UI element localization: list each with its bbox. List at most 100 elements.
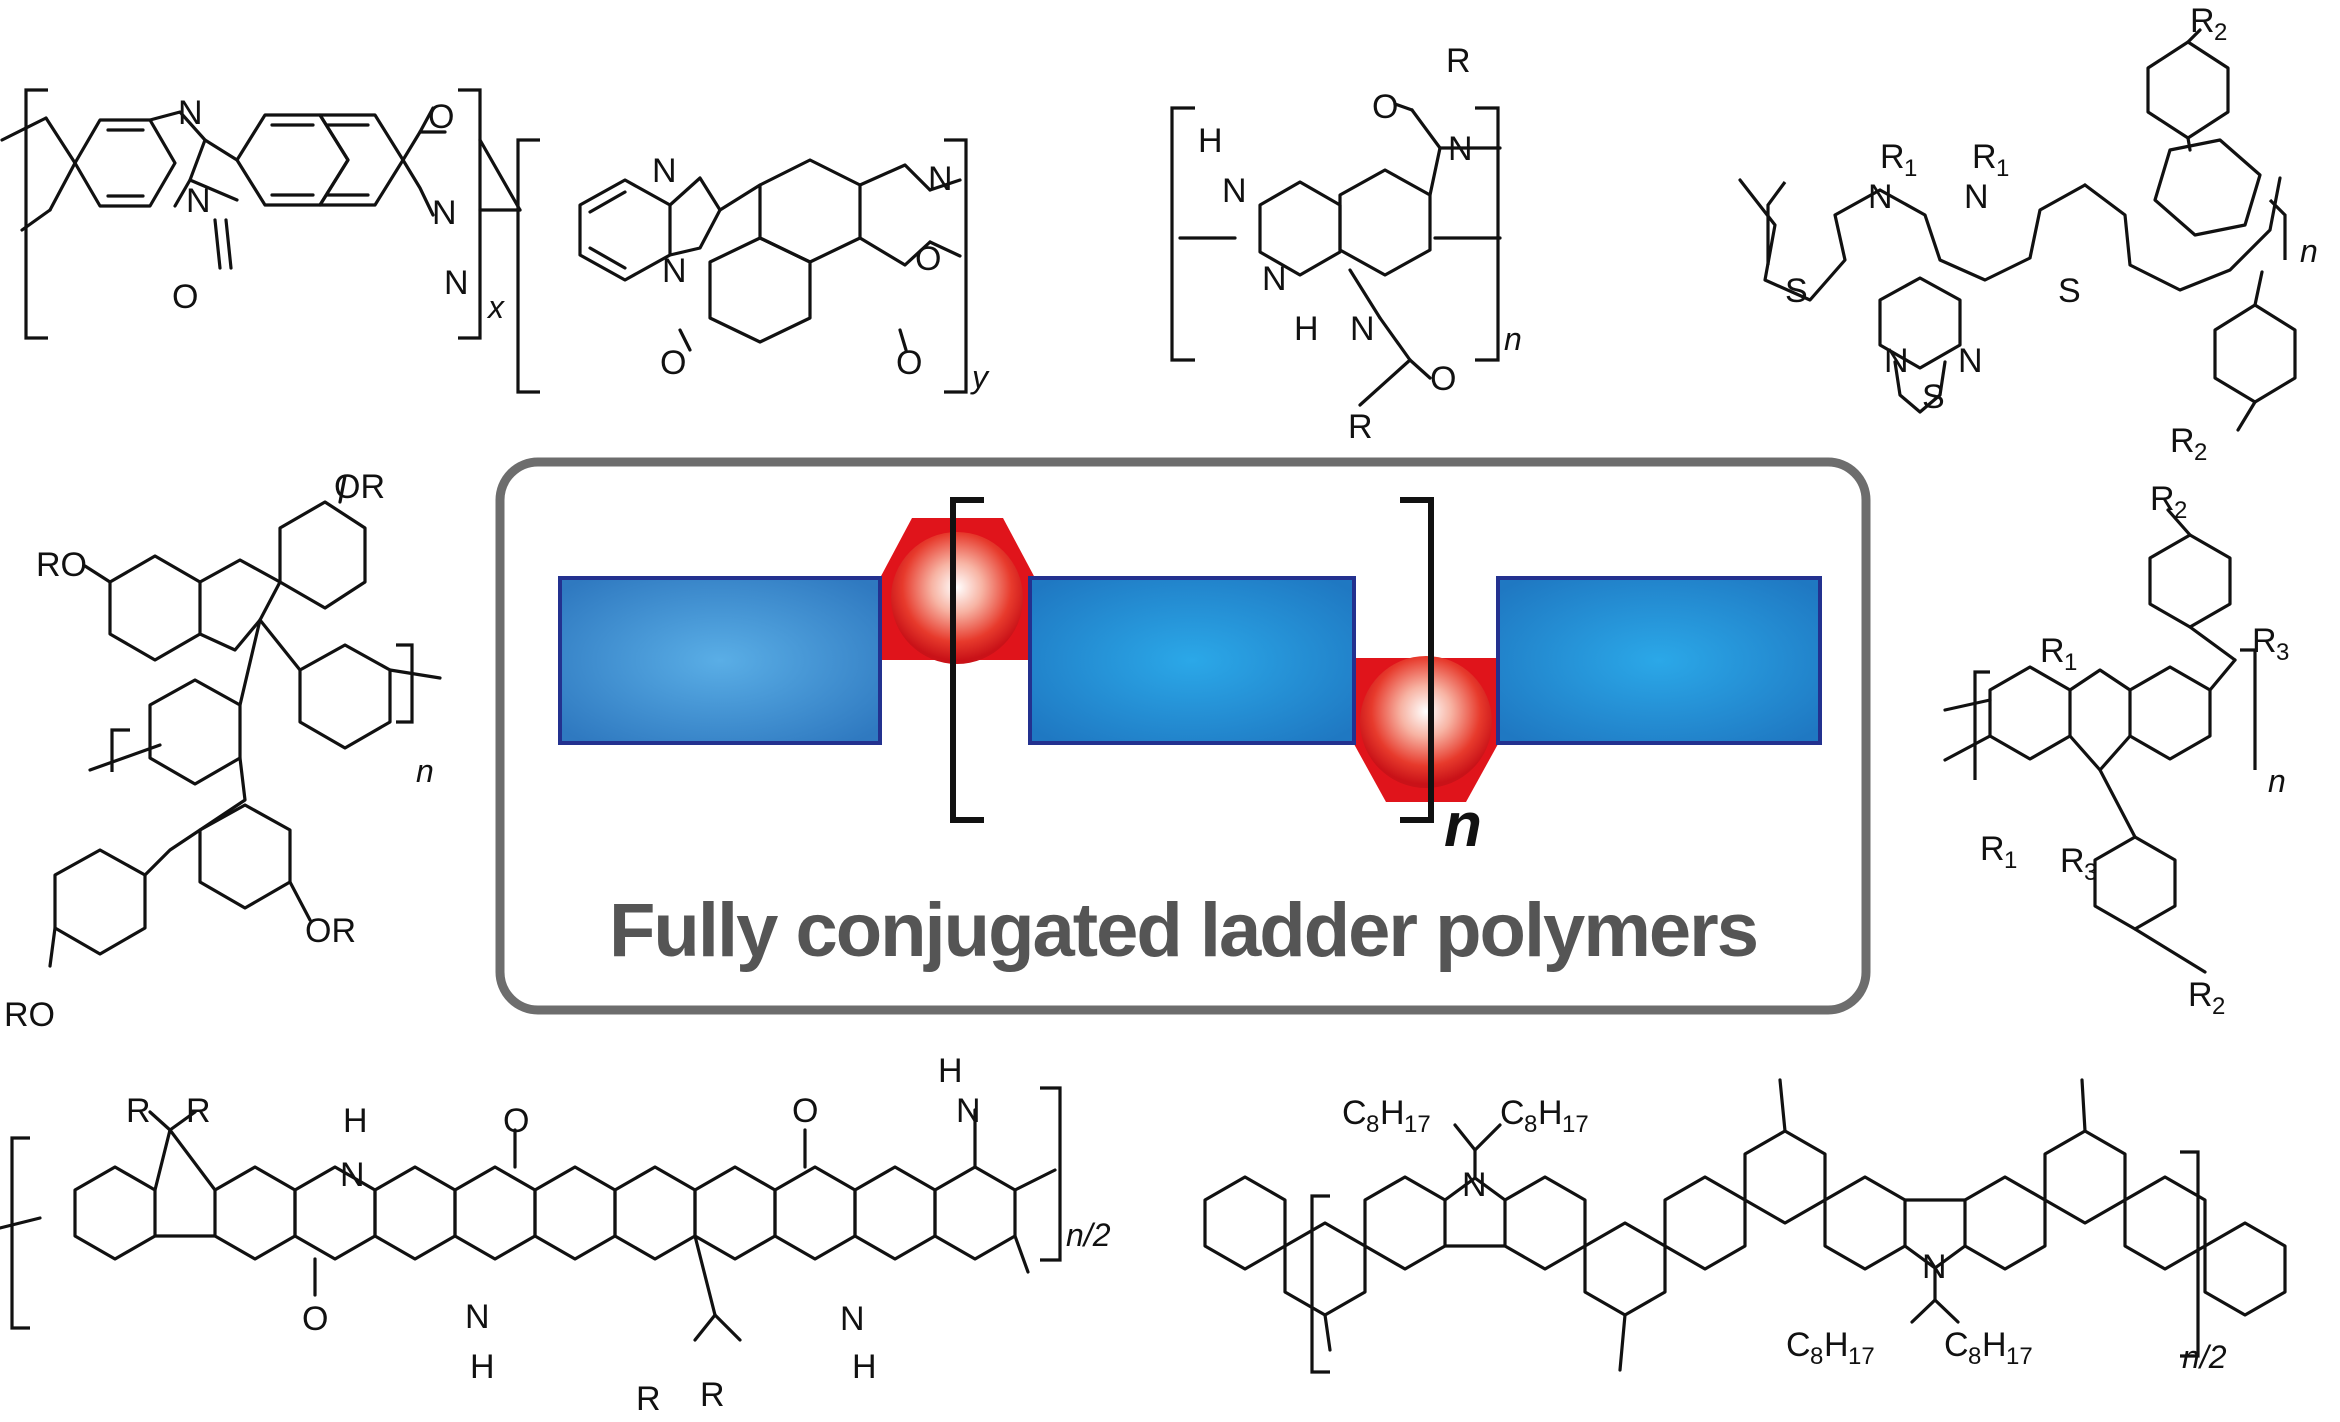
thio-atom-7: N [1964, 178, 1989, 216]
quin-atom-2: H [343, 1102, 368, 1140]
quin-index-n2: n/2 [1066, 1217, 1111, 1253]
pyr-atom-6: H [1294, 310, 1319, 348]
red-ball-upper [891, 532, 1023, 664]
indeno-atom-9: 3 [2084, 859, 2097, 886]
pyr-atom-3: H [1198, 122, 1223, 160]
quin-atom-5: H [470, 1348, 495, 1386]
quin-atom-10: N [956, 1092, 981, 1130]
indeno-atom-4: R [2252, 622, 2277, 660]
carb-atom-8: N [1462, 1166, 1487, 1204]
spiro-atom-2: OR [305, 912, 356, 950]
thio-atom-0: R [2190, 2, 2215, 40]
blue-block-left [558, 576, 882, 745]
blue-block-middle [1028, 576, 1356, 745]
repeat-bracket-right [1400, 497, 1434, 823]
indeno-atom-2: R [2040, 632, 2065, 670]
bbl-atom-6: N [652, 152, 677, 190]
quin-atom-9: H [852, 1348, 877, 1386]
quin-atom-14: R [700, 1376, 725, 1414]
thio-atom-10: N [1884, 342, 1909, 380]
pyr-atom-7: N [1350, 310, 1375, 348]
quin-atom-0: R [126, 1092, 151, 1130]
indeno-atom-11: 2 [2212, 993, 2225, 1020]
thio-atom-3: 1 [1904, 155, 1917, 182]
quin-atom-13: R [636, 1380, 661, 1418]
pyr-atom-0: R [1446, 42, 1471, 80]
quin-atom-8: N [840, 1300, 865, 1338]
thio-index-n: n [2300, 233, 2318, 269]
thio-atom-2: R [1880, 138, 1905, 176]
thio-atom-5: 1 [1996, 155, 2009, 182]
thio-atom-12: N [1958, 342, 1983, 380]
indeno-atom-5: 3 [2276, 639, 2289, 666]
indeno-atom-3: 1 [2064, 649, 2077, 676]
carb-atom-9: N [1922, 1248, 1947, 1286]
thio-atom-4: R [1972, 138, 1997, 176]
repeat-bracket-left [950, 497, 984, 823]
indeno-atom-1: 2 [2174, 497, 2187, 524]
carb-atom-3: 17 [1404, 1111, 1431, 1138]
bbl-index-x: x [486, 289, 505, 325]
pyr-atom-8: O [1430, 360, 1456, 398]
bbl-atom-9: O [915, 240, 941, 278]
thio-atom-1: 2 [2214, 19, 2227, 46]
carb-atom-4: C [1500, 1094, 1525, 1132]
spiro-index-n: n [416, 753, 434, 789]
spiro-atom-1: RO [36, 546, 87, 584]
carb-atom-14: C [1944, 1326, 1969, 1364]
bbl-atom-0: N [178, 94, 203, 132]
carb-atom-12: H [1824, 1326, 1849, 1364]
carb-index-n2: n/2 [2182, 1339, 2227, 1375]
quin-atom-4: O [503, 1102, 529, 1140]
pyr-index-n: n [1504, 321, 1522, 357]
bbl-atom-11: O [896, 344, 922, 382]
thio-atom-6: N [1868, 178, 1893, 216]
indeno-atom-10: R [2188, 976, 2213, 1014]
bbl-atom-3: O [172, 278, 198, 316]
bbl-index-y: y [970, 359, 990, 395]
carb-atom-0: C [1342, 1094, 1367, 1132]
carb-atom-13: 17 [1848, 1343, 1875, 1370]
red-ball-lower [1360, 656, 1492, 788]
structure-indenofluorene: R 2 R 1 R 3 R 1 R 3 R 2 n [1943, 480, 2289, 1020]
indeno-atom-8: R [2060, 842, 2085, 880]
quin-atom-11: H [938, 1052, 963, 1090]
carb-atom-6: H [1538, 1094, 1563, 1132]
figure-caption: Fully conjugated ladder polymers [609, 888, 1757, 973]
blue-block-right [1496, 576, 1822, 745]
schematic-panel: n Fully conjugated ladder polymers [495, 457, 1871, 1015]
structure-bbl: N N O O N N x N N N O O O y [0, 88, 990, 395]
quin-atom-3: N [340, 1156, 365, 1194]
bbl-atom-8: N [928, 160, 953, 198]
structure-spiro-fluorene: OR RO OR RO n [4, 468, 442, 1034]
carb-atom-1: 8 [1366, 1111, 1379, 1138]
bbl-atom-4: N [432, 194, 457, 232]
quin-atom-6: N [465, 1298, 490, 1336]
thio-atom-8: S [1785, 272, 1808, 310]
spiro-atom-0: OR [334, 468, 385, 506]
bbl-atom-5: N [444, 264, 469, 302]
indeno-atom-7: 1 [2004, 847, 2017, 874]
pyr-atom-4: N [1222, 172, 1247, 210]
structure-thiophene-thiadiazole: R 2 R 1 R 1 N N S S N S N R 2 n [1738, 2, 2318, 466]
carb-atom-7: 17 [1562, 1111, 1589, 1138]
bbl-atom-7: N [662, 252, 687, 290]
carb-atom-5: 8 [1524, 1111, 1537, 1138]
quin-atom-7: O [302, 1300, 328, 1338]
bbl-atom-1: N [186, 182, 211, 220]
pyr-atom-5: N [1262, 260, 1287, 298]
thio-atom-11: S [1922, 378, 1945, 416]
structure-quinacridone: R R H N O H N O N H N H O R R n/2 [0, 1052, 1111, 1418]
thio-atom-14: 2 [2194, 439, 2207, 466]
indeno-atom-6: R [1980, 830, 2005, 868]
carb-atom-10: C [1786, 1326, 1811, 1364]
quin-atom-12: O [792, 1092, 818, 1130]
structure-pyrazine-amide: R O N H N N H N O R n [1170, 42, 1522, 446]
carb-atom-17: 17 [2006, 1343, 2033, 1370]
pyr-atom-9: R [1348, 408, 1373, 446]
structure-carbazole-ladder: C 8 H 17 C 8 H 17 N N C 8 H 17 C 8 H 17 … [1203, 1078, 2287, 1375]
bbl-atom-10: O [660, 344, 686, 382]
indeno-index-n: n [2268, 763, 2286, 799]
quin-atom-1: R [186, 1092, 211, 1130]
